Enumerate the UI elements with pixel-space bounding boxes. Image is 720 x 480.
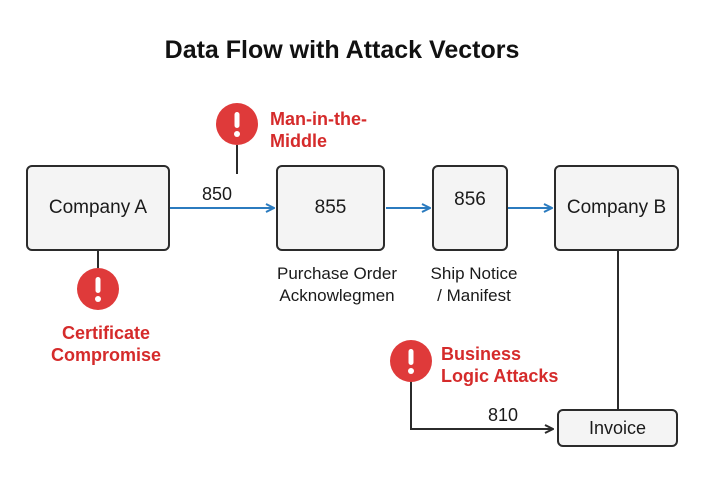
alert-icon <box>77 268 119 310</box>
node-855: 855 <box>276 165 385 251</box>
node-company-a: Company A <box>26 165 170 251</box>
page-title: Data Flow with Attack Vectors <box>164 36 520 64</box>
attack-mitm-line1: Man-in-the- <box>270 109 367 129</box>
attack-biz-line1: Business <box>441 344 522 364</box>
attack-cert-line1: Certificate <box>61 323 151 343</box>
edge-label-810: 810 <box>488 405 519 425</box>
caption-855-line1: Purchase Order <box>277 264 397 283</box>
attack-label-certificate: Certificate Compromise <box>40 322 172 366</box>
caption-856-line1: Ship Notice <box>430 264 518 283</box>
caption-855: Purchase Order Acknowlegmen <box>262 263 412 307</box>
caption-856-line2: / Manifest <box>437 286 511 305</box>
attack-label-business-logic: Business Logic Attacks <box>441 343 558 387</box>
node-company-b: Company B <box>554 165 679 251</box>
edge-label-850: 850 <box>202 184 233 204</box>
caption-855-line2: Acknowlegmen <box>279 286 395 305</box>
caption-856: Ship Notice / Manifest <box>418 263 530 307</box>
attack-biz-line2: Logic Attacks <box>441 366 559 386</box>
node-856: 856 <box>432 165 508 251</box>
alert-icon <box>390 340 432 382</box>
attack-mitm-line2: Middle <box>270 131 327 151</box>
attack-label-mitm: Man-in-the- Middle <box>270 108 367 152</box>
attack-cert-line2: Compromise <box>50 345 162 365</box>
alert-icon <box>216 103 258 145</box>
arrow-810-to-invoice <box>410 380 552 429</box>
node-invoice: Invoice <box>557 409 678 447</box>
